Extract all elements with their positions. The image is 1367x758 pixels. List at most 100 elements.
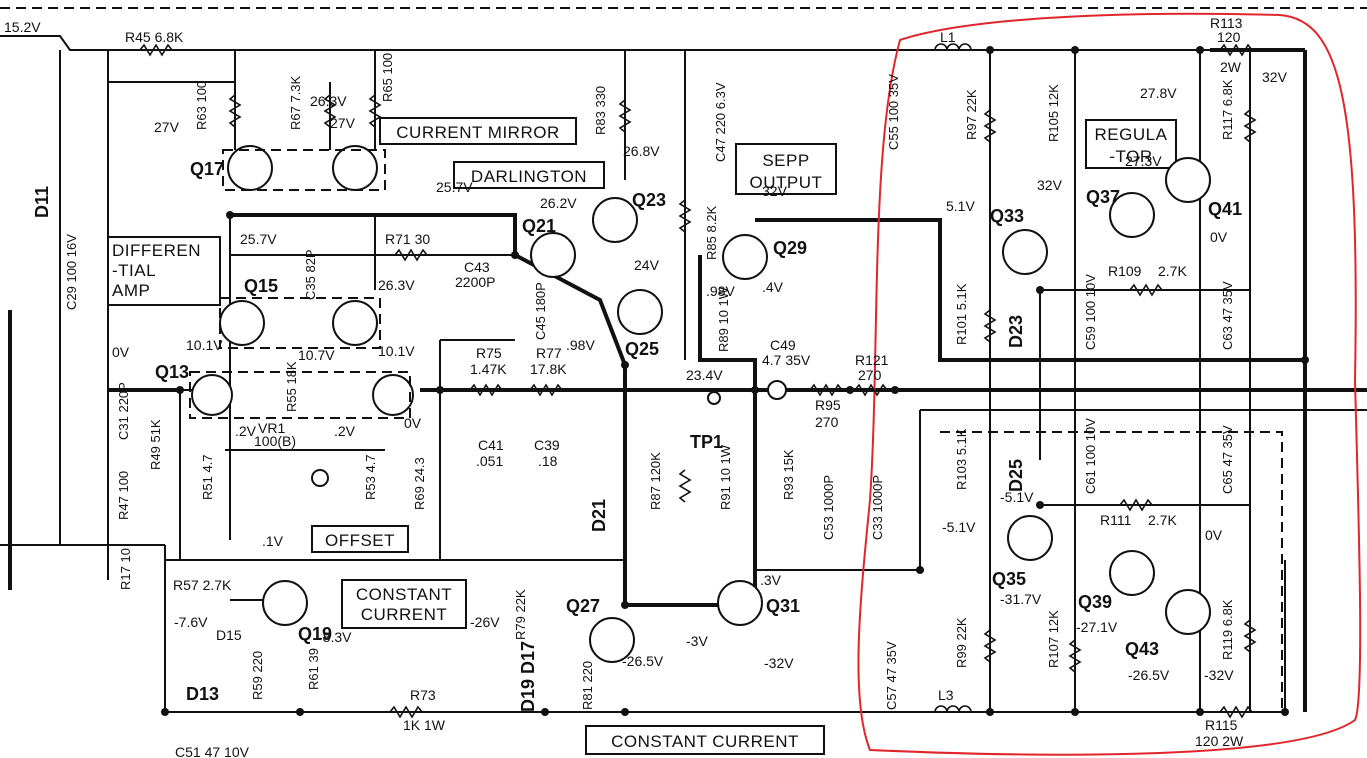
r89-label: R89 10 1W	[716, 286, 731, 352]
r103-label: R103 5.1K	[954, 428, 969, 490]
q35-label: Q35	[992, 569, 1026, 589]
c49-label: C49	[770, 337, 796, 353]
voltage-04v: .4V	[762, 279, 784, 295]
inductor-l3-icon	[934, 705, 972, 713]
r93-label: R93 15K	[781, 449, 796, 500]
r121-label: R121	[855, 352, 889, 368]
constant-current-bottom-label: CONSTANT CURRENT	[611, 732, 799, 751]
resistor-symbols	[139, 43, 1257, 719]
voltage-51v: 5.1V	[946, 198, 975, 214]
d19-d17-label: D19 D17	[518, 641, 538, 712]
r75-value: 1.47K	[470, 361, 507, 377]
c51-label: C51 47 10V	[175, 744, 250, 758]
voltage-265-q27: -26.5V	[622, 653, 664, 669]
test-point-icon	[707, 391, 721, 405]
voltage-0v-q39: 0V	[1205, 527, 1223, 543]
vr1-value: 100(B)	[254, 433, 296, 449]
tp1-label: TP1	[690, 432, 723, 452]
q23-label: Q23	[632, 190, 666, 210]
sepp-output-box: SEPP OUTPUT	[735, 143, 837, 195]
q25-label: Q25	[625, 339, 659, 359]
voltage-0v-mid: 0V	[404, 415, 422, 431]
voltage-27v-mirror: 27V	[330, 115, 356, 131]
voltage-98-q29: .98V	[706, 283, 735, 299]
r99-label: R99 22K	[954, 617, 969, 668]
c41-label: C41	[478, 437, 504, 453]
voltage-02v-b: .2V	[334, 423, 356, 439]
r47-label: R47 100	[116, 471, 131, 520]
voltage-263-top: 26.3V	[310, 93, 347, 109]
junction-dots	[161, 46, 1309, 716]
darlington-label: DARLINGTON	[471, 167, 587, 186]
voltage-32v-sepp: 32V	[762, 183, 788, 199]
r109-label: R109	[1108, 263, 1142, 279]
r111-value: 2.7K	[1148, 512, 1177, 528]
voltage-27v-q17: 27V	[154, 119, 180, 135]
regulator-label-1: REGULA	[1095, 125, 1168, 144]
c43-label: C43	[464, 259, 490, 275]
offset-trimmer-icon	[311, 469, 329, 487]
r105-label: R105 12K	[1046, 84, 1061, 142]
r57-label: R57 2.7K	[173, 577, 232, 593]
r117-label: R117 6.8K	[1220, 79, 1235, 140]
offset-box: OFFSET	[311, 525, 409, 553]
voltage-26-neg: -26V	[470, 614, 500, 630]
q39-label: Q39	[1078, 592, 1112, 612]
r85-label: R85 8.2K	[704, 205, 719, 260]
r71-label: R71 30	[385, 231, 430, 247]
voltage-257-q15: 25.7V	[240, 231, 277, 247]
r17-label: R17 10	[118, 548, 133, 590]
c57-label: C57 47 35V	[884, 641, 899, 710]
d23-label: D23	[1006, 315, 1026, 348]
r81-label: R81 220	[580, 661, 595, 710]
voltage-03v: .3V	[760, 572, 782, 588]
r45-label: R45 6.8K	[125, 29, 184, 45]
c65-label: C65 47 35V	[1220, 425, 1235, 494]
r91-label: R91 10 1W	[718, 444, 733, 510]
r115-label: R115	[1205, 717, 1238, 733]
r95-label: R95	[815, 397, 841, 413]
q17-label: Q17	[190, 159, 224, 179]
c31-label: C31 220P	[116, 382, 131, 440]
r69-label: R69 24.3	[412, 457, 427, 510]
r97-label: R97 22K	[964, 89, 979, 140]
voltage-101-left: 10.1V	[186, 337, 223, 353]
voltage-107: 10.7V	[298, 347, 335, 363]
r119-label: R119 6.8K	[1220, 599, 1235, 660]
r77-value: 17.8K	[530, 361, 567, 377]
c29-label: C29 100 16V	[64, 234, 79, 310]
r49-label: R49 51K	[148, 419, 163, 470]
r87-label: R87 120K	[648, 452, 663, 510]
q31-label: Q31	[766, 596, 800, 616]
output-label: OUTPUT	[750, 173, 823, 192]
r53-label: R53 4.7	[363, 454, 378, 500]
l3-label: L3	[938, 687, 954, 703]
voltage-101-right: 10.1V	[378, 343, 415, 359]
r73-value: 1K 1W	[403, 717, 446, 733]
c39-value: .18	[538, 453, 558, 469]
r63-label: R63 100	[194, 81, 209, 130]
c59-label: C59 100 10V	[1083, 274, 1098, 350]
top-rail-voltage: 15.2V	[4, 19, 41, 35]
voltage-263-q15: 26.3V	[378, 277, 415, 293]
r107-label: R107 12K	[1046, 610, 1061, 668]
q43-label: Q43	[1125, 639, 1159, 659]
r77-label: R77	[536, 345, 562, 361]
voltage-83-neg: -8.3V	[318, 629, 352, 645]
q37-label: Q37	[1086, 187, 1120, 207]
r109-value: 2.7K	[1158, 263, 1187, 279]
l1-label: L1	[940, 29, 956, 45]
voltage-51-neg-q35: -5.1V	[942, 519, 976, 535]
q19-label: Q19	[298, 624, 332, 644]
highlight-outline	[857, 12, 1362, 756]
voltage-317-neg: -31.7V	[1000, 591, 1042, 607]
constant-current-box: CONSTANT CURRENT	[341, 579, 467, 629]
r121-value: 270	[858, 367, 882, 383]
regulator-label-2: -TOR	[1109, 147, 1152, 166]
c45-label: C45 180P	[533, 282, 548, 340]
offset-label: OFFSET	[325, 531, 395, 550]
r59-label: R59 220	[250, 651, 265, 700]
regulator-box: REGULA -TOR	[1085, 119, 1177, 169]
d25-label: D25	[1006, 459, 1026, 492]
